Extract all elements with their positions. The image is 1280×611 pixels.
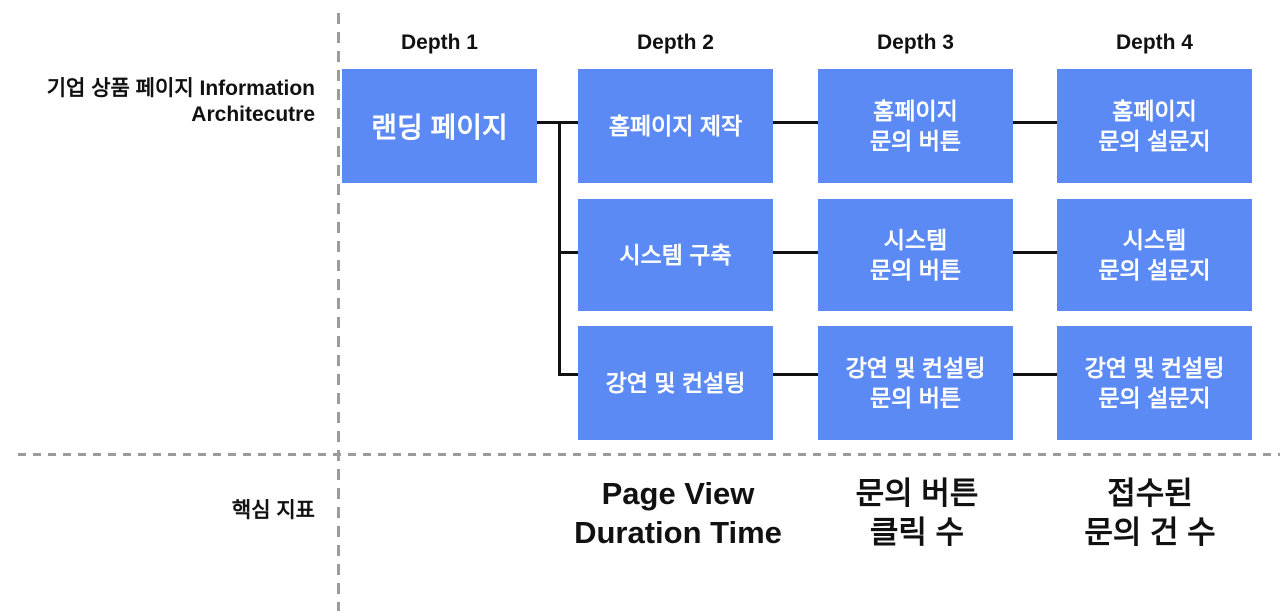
node-depth3-row3: 강연 및 컨설팅 문의 버튼: [818, 326, 1013, 440]
node-label: 문의 버튼: [869, 128, 962, 154]
column-header-depth4: Depth 4: [1115, 31, 1193, 54]
column-header-depth3: Depth 3: [876, 31, 954, 54]
node-depth2-row3: 강연 및 컨설팅: [578, 326, 773, 440]
connector-row2-d3-d4: [1013, 251, 1057, 254]
diagram-title-english: Information Architecutre: [191, 77, 315, 126]
metrics-row-label: 핵심 지표: [231, 499, 315, 522]
metric-line: 문의 건 수: [1084, 515, 1216, 550]
connector-row1-d3-d4: [1013, 121, 1057, 124]
node-label: 문의 설문지: [1098, 128, 1211, 154]
node-label: 랜딩 페이지: [371, 112, 508, 143]
node-depth3-row1: 홈페이지 문의 버튼: [818, 69, 1013, 183]
node-label: 강연 및 컨설팅: [1084, 355, 1225, 381]
metric-line: 문의 버튼: [855, 476, 979, 511]
node-label: 문의 버튼: [869, 257, 962, 283]
node-depth4-row3: 강연 및 컨설팅 문의 설문지: [1057, 326, 1252, 440]
node-depth2-row2: 시스템 구축: [578, 199, 773, 311]
metric-line: 클릭 수: [869, 515, 965, 550]
connector-row2-d2-d3: [773, 251, 818, 254]
node-label: 문의 설문지: [1098, 257, 1211, 283]
connector-trunk-row3: [558, 373, 578, 376]
node-label: 홈페이지: [873, 98, 958, 124]
horizontal-dashed-divider: [18, 453, 1280, 456]
node-depth4-row2: 시스템 문의 설문지: [1057, 199, 1252, 311]
metric-line: Duration Time: [574, 515, 782, 550]
node-label: 홈페이지: [1112, 98, 1197, 124]
metric-received-inquiries: 접수된 문의 건 수: [1000, 474, 1280, 552]
connector-trunk: [558, 121, 561, 376]
connector-trunk-row2: [558, 251, 578, 254]
connector-row3-d3-d4: [1013, 373, 1057, 376]
node-label: 홈페이지 제작: [608, 113, 743, 139]
metric-line: 접수된: [1107, 476, 1193, 511]
connector-row3-d2-d3: [773, 373, 818, 376]
vertical-dashed-divider: [337, 13, 340, 611]
node-depth3-row2: 시스템 문의 버튼: [818, 199, 1013, 311]
node-label: 시스템: [883, 227, 948, 253]
node-depth4-row1: 홈페이지 문의 설문지: [1057, 69, 1252, 183]
metric-button-clicks: 문의 버튼 클릭 수: [767, 474, 1067, 552]
node-landing-page: 랜딩 페이지: [342, 69, 537, 183]
node-label: 강연 및 컨설팅: [845, 355, 986, 381]
node-depth2-row1: 홈페이지 제작: [578, 69, 773, 183]
node-label: 시스템 구축: [619, 242, 732, 268]
node-label: 강연 및 컨설팅: [605, 370, 746, 396]
metric-line: Page View: [601, 476, 755, 511]
connector-row1-d2-d3: [773, 121, 818, 124]
diagram-title: 기업 상품 페이지 Information Architecutre: [10, 76, 315, 128]
column-header-depth2: Depth 2: [636, 31, 714, 54]
metric-page-view-duration: Page View Duration Time: [528, 474, 828, 552]
diagram-title-korean: 기업 상품 페이지: [46, 77, 194, 100]
node-label: 문의 설문지: [1098, 385, 1211, 411]
node-label: 문의 버튼: [869, 385, 962, 411]
column-header-depth1: Depth 1: [400, 31, 478, 54]
node-label: 시스템: [1122, 227, 1187, 253]
connector-root-row1: [537, 121, 578, 124]
